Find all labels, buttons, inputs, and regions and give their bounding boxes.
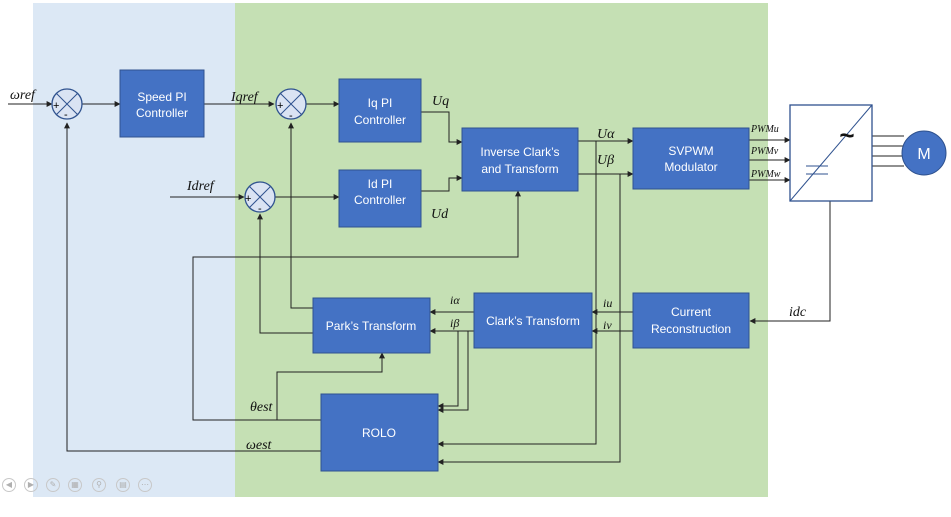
speed-pi-controller-block: Speed PI Controller [119, 69, 205, 138]
block-label: Iq PI [368, 96, 393, 110]
signal-label-iq-ref: Iqref [230, 90, 260, 105]
signal-label-theta-est: θest [250, 400, 274, 415]
signal-label-u-alpha: Uα [597, 127, 615, 142]
block-label: Current [671, 305, 712, 319]
signal-label-omega-est: ωest [246, 438, 273, 453]
rolo-block: ROLO [320, 393, 439, 472]
block-label: ROLO [362, 426, 396, 440]
signal-label-id-ref: Idref [186, 179, 216, 194]
subtitles-icon[interactable]: ▤ [116, 478, 130, 492]
minus-sign: - [64, 109, 68, 121]
plus-sign: + [245, 193, 251, 205]
summing-junction-iq: + - [275, 88, 307, 122]
ac-tilde-icon: ~ [839, 120, 854, 150]
signal-label-i-dc: idc [789, 305, 807, 320]
signal-label-omega-ref: ωref [10, 88, 37, 103]
zoom-icon[interactable]: ⚲ [92, 478, 106, 492]
plus-sign: + [277, 100, 283, 112]
block-label: Id PI [368, 177, 393, 191]
inverse-clark-transform-block: Inverse Clark’s and Transform [461, 127, 579, 192]
signal-label-pwm-v: PWMv [750, 146, 779, 157]
signal-label-i-alpha: iα [450, 293, 460, 307]
block-label: Controller [136, 106, 188, 120]
block-label: Park’s Transform [326, 319, 416, 333]
summing-junction-speed: + - [51, 88, 83, 121]
plus-sign: + [53, 100, 59, 112]
block-label: and Transform [481, 162, 558, 176]
signal-label-i-u: iu [603, 296, 612, 310]
block-label: Clark’s Transform [486, 314, 580, 328]
clarks-transform-block: Clark’s Transform [473, 292, 593, 349]
iq-pi-controller-block: Iq PI Controller [338, 78, 422, 143]
signal-wires [8, 101, 904, 465]
signal-label-pwm-u: PWMu [750, 124, 779, 135]
minus-sign: - [258, 203, 262, 215]
signal-label-i-v: iv [603, 318, 612, 332]
more-options-icon[interactable]: ⋯ [138, 478, 152, 492]
block-label: Speed PI [137, 90, 186, 104]
block-label: Modulator [664, 160, 717, 174]
motor-circle: M [901, 130, 947, 176]
signal-label-i-beta: iβ [450, 316, 459, 330]
previous-slide-icon[interactable]: ◀ [2, 478, 16, 492]
slides-grid-icon[interactable]: ▦ [68, 478, 82, 492]
block-label: Controller [354, 193, 406, 207]
next-slide-icon[interactable]: ▶ [24, 478, 38, 492]
signal-label-u-beta: Uβ [597, 153, 614, 168]
current-reconstruction-block: Current Reconstruction [632, 292, 750, 349]
motor-label: M [917, 146, 930, 163]
summing-junction-id: + - [244, 181, 276, 215]
id-pi-controller-block: Id PI Controller [338, 169, 422, 228]
signal-label-uq: Uq [432, 94, 449, 109]
block-label: Reconstruction [651, 322, 731, 336]
minus-sign: - [289, 110, 293, 122]
block-label: Controller [354, 113, 406, 127]
signal-label-pwm-w: PWMw [750, 169, 781, 180]
pen-icon[interactable]: ✎ [46, 478, 60, 492]
block-label: SVPWM [668, 144, 713, 158]
svpwm-modulator-block: SVPWM Modulator [632, 127, 750, 190]
parks-transform-block: Park’s Transform [312, 297, 431, 354]
inverter-block: ~ [789, 104, 873, 202]
block-label: Inverse Clark’s [480, 145, 559, 159]
inner-control-region [235, 3, 768, 497]
signal-label-ud: Ud [431, 207, 449, 222]
